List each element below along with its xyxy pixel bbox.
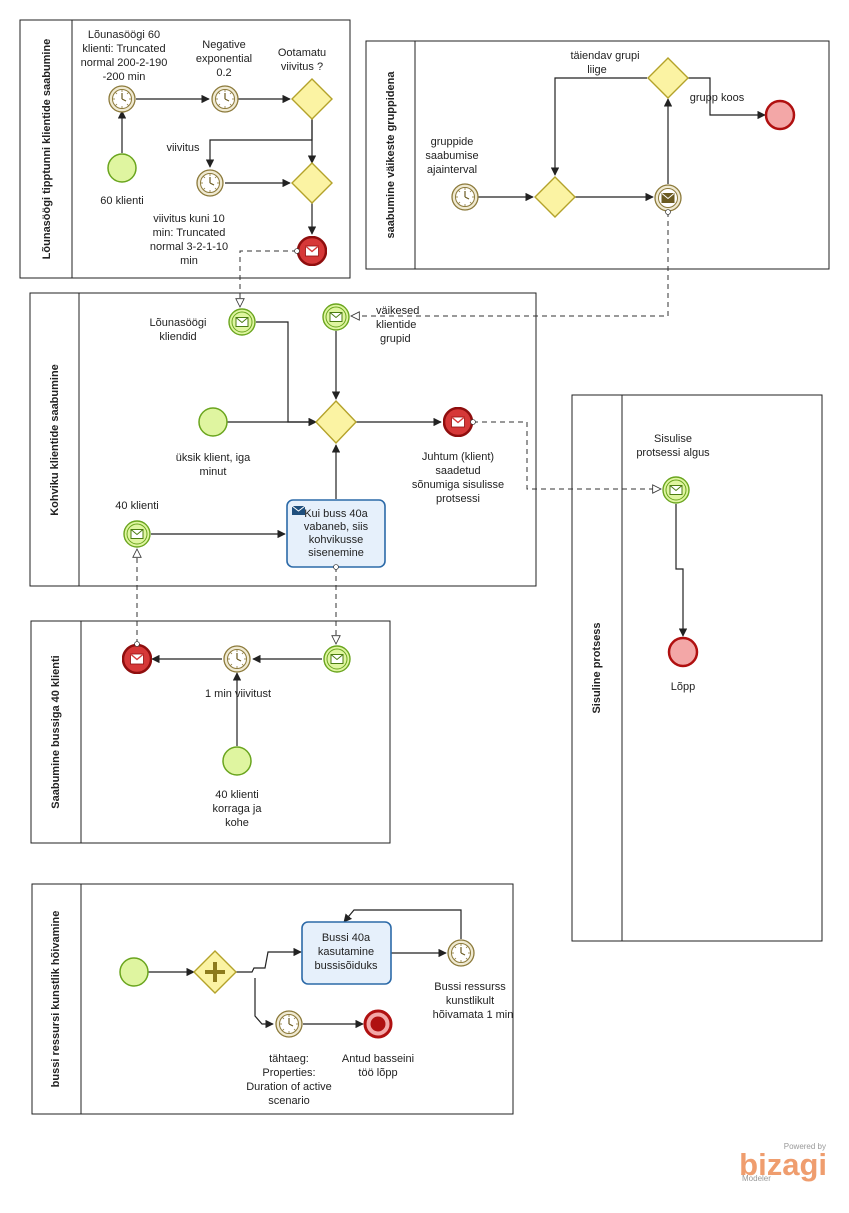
flow-label: grupp koos (690, 92, 745, 104)
message-flow (240, 251, 297, 307)
pool-frame (29, 292, 537, 587)
logo-powered: Powered by (784, 1142, 826, 1151)
timer-icon[interactable] (196, 169, 224, 197)
start-label: 60 klienti (100, 195, 143, 207)
sequence-flow (550, 77, 647, 176)
sequence-flow (236, 947, 302, 973)
event-label: 40 klienti (115, 500, 158, 512)
pool-frame (571, 394, 823, 942)
timer-label: 1 min viivitust (205, 688, 271, 700)
pool-kohviku: Kohviku klientide saabumine Kui buss 40a… (29, 292, 537, 587)
pool-bussi-ressurss: bussi ressursi kunstlik hõivamine Bussi … (31, 883, 514, 1115)
pool-title: Lõunasöögi tipptunni klientide saabumine (41, 39, 53, 260)
logo-brand: bizagi (739, 1147, 827, 1182)
start-event[interactable] (107, 153, 137, 183)
task-box[interactable] (301, 921, 392, 985)
sequence-flow (343, 909, 462, 939)
message-start-icon[interactable] (228, 308, 256, 336)
message-flows (137, 212, 668, 644)
sequence-flow (254, 978, 274, 1029)
start-event[interactable] (198, 407, 228, 437)
pool-title: Kohviku klientide saabumine (49, 364, 61, 516)
pool-title: bussi ressursi kunstlik hõivamine (50, 911, 62, 1088)
parallel-gateway[interactable] (193, 950, 237, 994)
pool-frame (31, 883, 514, 1115)
timer-icon[interactable] (211, 85, 239, 113)
exclusive-gateway[interactable] (291, 162, 333, 204)
timer-icon[interactable] (108, 85, 136, 113)
message-start-icon[interactable] (323, 645, 351, 673)
exclusive-gateway[interactable] (647, 57, 689, 99)
timer-icon[interactable] (447, 939, 475, 967)
terminate-end-event[interactable] (363, 1009, 393, 1039)
plus-icon (205, 962, 225, 982)
start-event[interactable] (119, 957, 149, 987)
pool-frame (19, 19, 351, 279)
end-event[interactable] (667, 636, 699, 668)
sequence-flow (688, 77, 766, 120)
message-flow (351, 212, 668, 316)
message-task-icon (291, 505, 306, 515)
end-event[interactable] (764, 99, 796, 131)
logo-product: Modeler (742, 1174, 771, 1183)
sequence-flow (675, 504, 688, 637)
message-start-icon[interactable] (662, 476, 690, 504)
end-label: Lõpp (671, 681, 695, 693)
exclusive-gateway[interactable] (291, 78, 333, 120)
flow-label: viivitus (166, 142, 200, 154)
message-end-icon[interactable] (122, 644, 152, 674)
pool-lounasoogi: Lõunasöögi tipptunni klientide saabumine… (19, 19, 351, 279)
exclusive-gateway[interactable] (315, 399, 357, 445)
message-end-icon[interactable] (297, 236, 327, 266)
pool-title: saabumine väikeste gruppidena (385, 71, 397, 239)
timer-icon[interactable] (223, 645, 251, 673)
message-end-icon[interactable] (443, 407, 473, 437)
message-start-icon[interactable] (123, 520, 151, 548)
pool-title: Sisuline protsess (591, 622, 603, 713)
message-intermediate-icon[interactable] (654, 184, 682, 212)
message-flow (473, 422, 661, 489)
message-start-icon[interactable] (322, 303, 350, 331)
timer-icon[interactable] (275, 1010, 303, 1038)
pool-title: Saabumine bussiga 40 klienti (50, 655, 62, 808)
bizagi-logo: Powered by bizagi Modeler (739, 1142, 827, 1183)
start-event[interactable] (222, 746, 252, 776)
timer-icon[interactable] (451, 183, 479, 211)
pool-bussiga: Saabumine bussiga 40 klienti 1 min viivi… (30, 620, 391, 844)
